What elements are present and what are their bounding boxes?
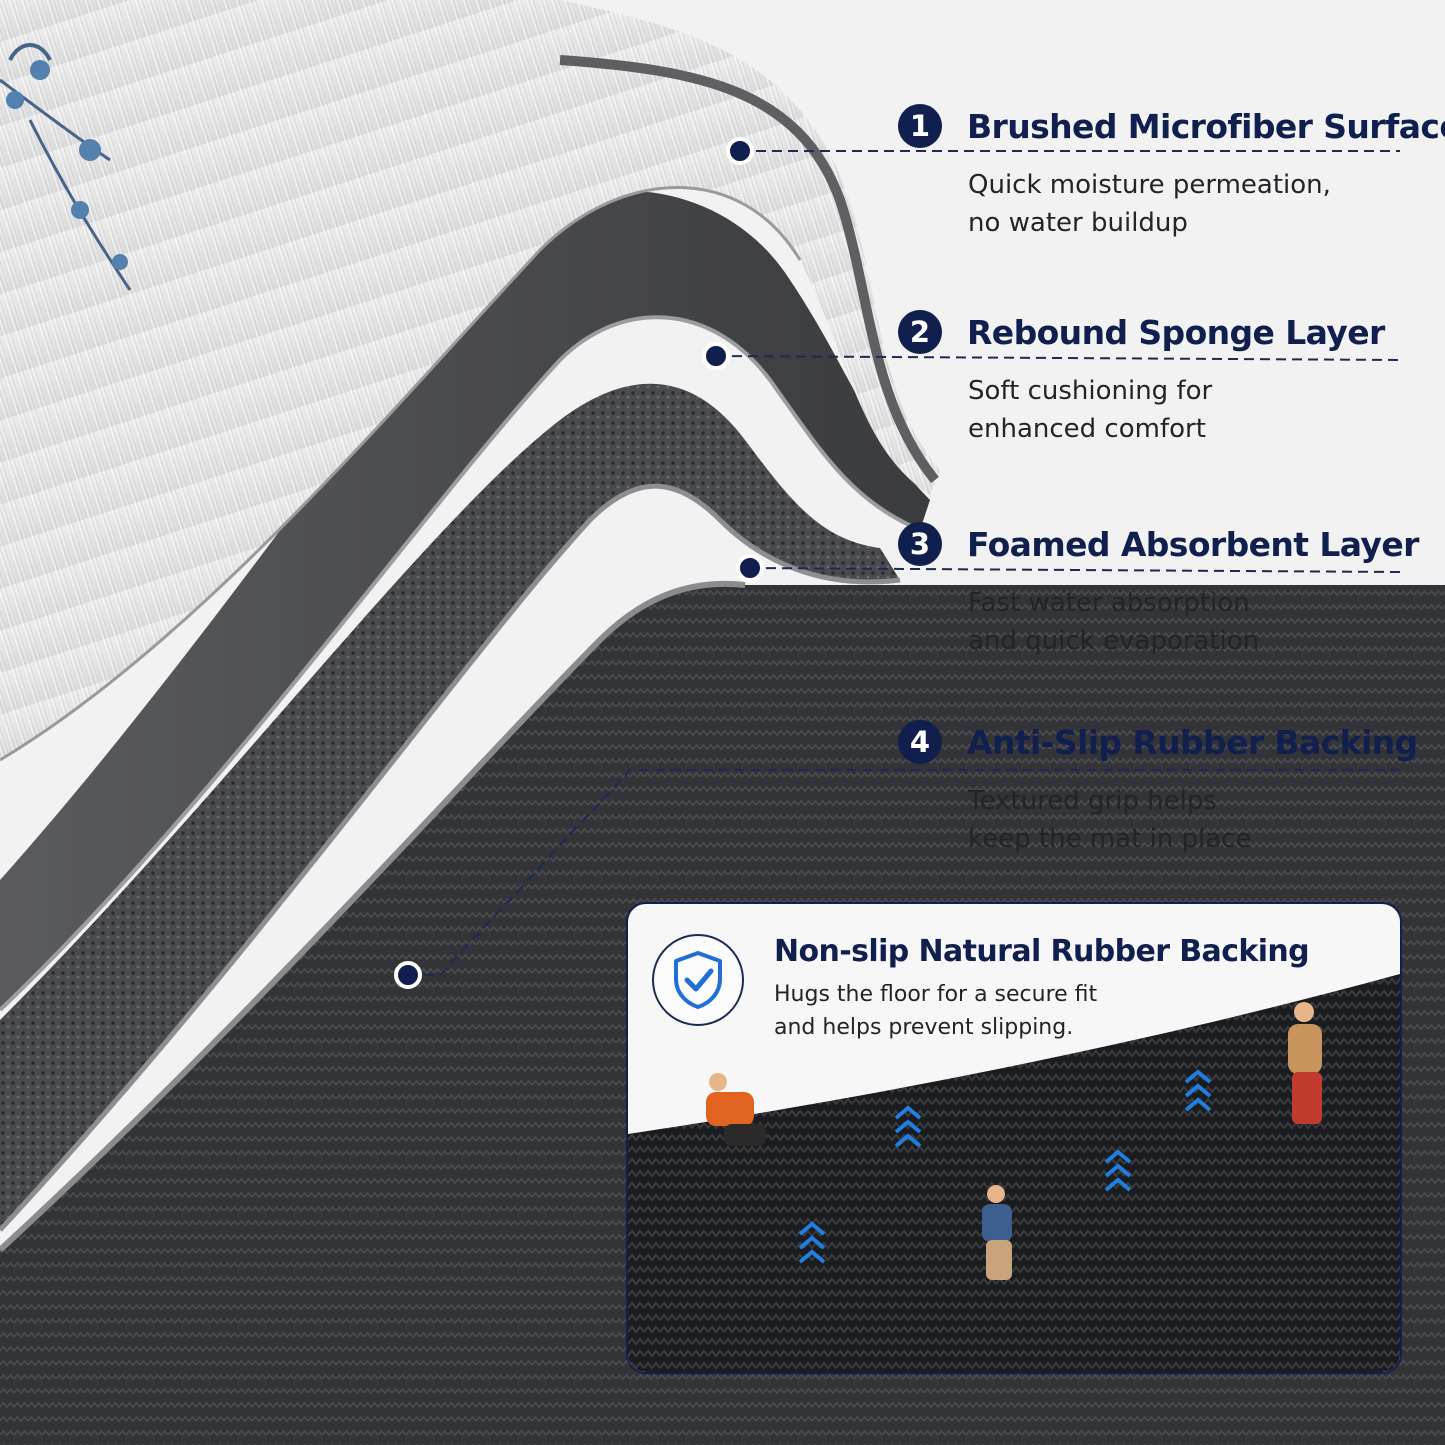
layer-number-badge: 4	[898, 720, 942, 764]
shield-check-icon	[652, 934, 744, 1026]
climber-figure-orange	[706, 1073, 766, 1146]
layer-callout-4: 4 Anti-Slip Rubber Backing Textured grip…	[898, 714, 1418, 858]
rebound-sponge-layer	[0, 190, 930, 1011]
climber-figure-blue	[982, 1185, 1012, 1280]
floral-print-decoration	[0, 43, 132, 291]
foamed-absorbent-layer	[0, 383, 900, 1230]
panel-description: Hugs the floor for a secure fit and help…	[774, 982, 1098, 1040]
layer-callout-2: 2 Rebound Sponge Layer Soft cushioning f…	[898, 304, 1418, 448]
rubber-texture-closeup	[628, 974, 1400, 1372]
layer-title: Anti-Slip Rubber Backing	[967, 722, 1418, 762]
layer-callout-1: 1 Brushed Microfiber Surface Quick moist…	[898, 98, 1445, 242]
grip-arrow-icon	[798, 1069, 1212, 1264]
layer-description: Fast water absorption and quick evaporat…	[968, 588, 1260, 656]
layer-title: Rebound Sponge Layer	[967, 312, 1385, 352]
climber-figure-tan	[1288, 1002, 1322, 1124]
layer-number-badge: 3	[898, 522, 942, 566]
layer-number-badge: 1	[898, 104, 942, 148]
backing-detail-panel: Non-slip Natural Rubber Backing Hugs the…	[626, 902, 1402, 1374]
panel-title: Non-slip Natural Rubber Backing	[774, 934, 1310, 969]
layer-description: Textured grip helps keep the mat in plac…	[968, 786, 1252, 854]
leader-markers	[394, 137, 764, 989]
leader-lines	[408, 150, 1401, 976]
layer-description: Soft cushioning for enhanced comfort	[968, 376, 1213, 444]
layer-callout-3: 3 Foamed Absorbent Layer Fast water abso…	[898, 516, 1419, 660]
layer-description: Quick moisture permeation, no water buil…	[968, 170, 1331, 238]
layer-title: Brushed Microfiber Surface	[967, 106, 1445, 146]
layer-number-badge: 2	[898, 310, 942, 354]
layer-title: Foamed Absorbent Layer	[967, 524, 1419, 564]
